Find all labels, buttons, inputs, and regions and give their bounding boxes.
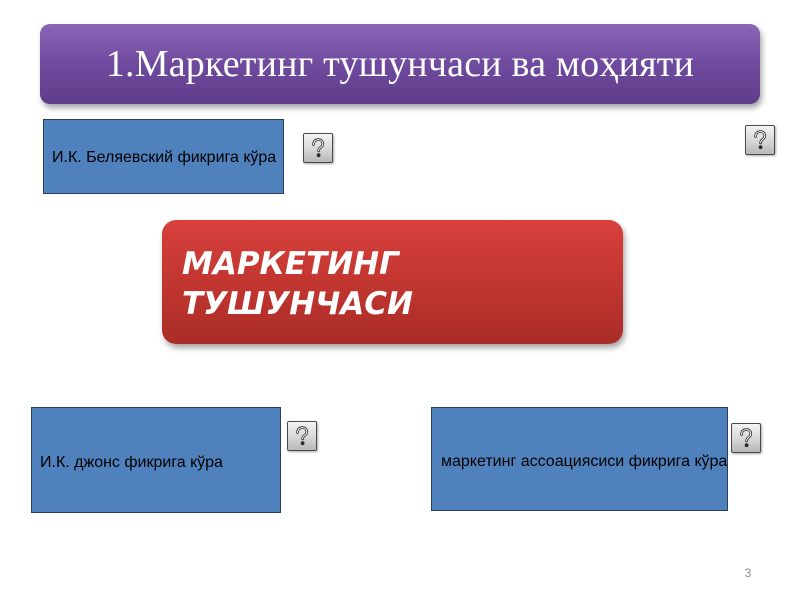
question-mark-icon xyxy=(296,426,309,446)
question-mark-icon xyxy=(754,130,767,150)
help-button-belyaevsky[interactable] xyxy=(303,133,333,163)
definition-box-label: маркетинг ассоациясиси фикрига кўра xyxy=(441,453,728,470)
question-mark-icon xyxy=(740,428,753,448)
marketing-concept-box: МАРКЕТИНГ ТУШУНЧАСИ xyxy=(162,220,623,344)
help-button-marketing-association[interactable] xyxy=(731,423,761,453)
slide-page-number: 3 xyxy=(744,566,752,580)
help-button-jones[interactable] xyxy=(287,421,317,451)
concept-line-2: ТУШУНЧАСИ xyxy=(182,286,413,322)
definition-box-label: И.К. джонс фикрига кўра xyxy=(40,454,223,471)
slide-title: 1.Маркетинг тушунчаси ва моҳияти xyxy=(40,24,760,104)
concept-line-1: МАРКЕТИНГ xyxy=(182,246,399,282)
slide-title-text: 1.Маркетинг тушунчаси ва моҳияти xyxy=(105,43,695,85)
definition-box-jones: И.К. джонс фикрига кўра xyxy=(31,407,281,513)
help-button-top-right[interactable] xyxy=(745,125,775,155)
question-mark-icon xyxy=(312,138,325,158)
definition-box-marketing-association: маркетинг ассоациясиси фикрига кўра xyxy=(431,407,728,511)
definition-box-belyaevsky: И.К. Беляевский фикрига кўра xyxy=(43,119,284,194)
definition-box-label: И.К. Беляевский фикрига кўра xyxy=(52,148,277,166)
